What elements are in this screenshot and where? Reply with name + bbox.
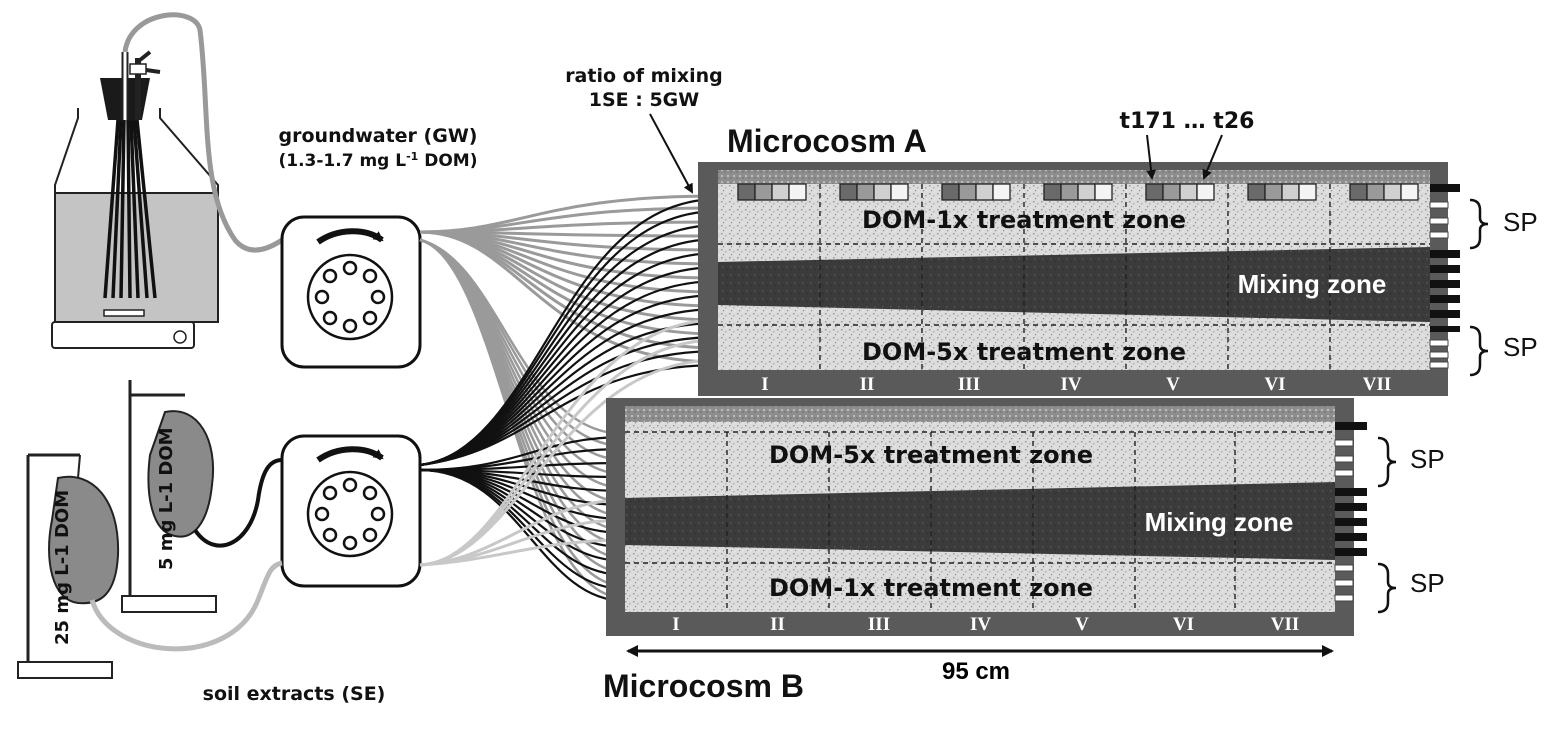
sampling-port-cell [975,183,994,201]
groundwater-bottle [51,50,219,349]
sampling-port-cell [1281,183,1300,201]
microcosm-a-section-label: VI [1264,374,1285,395]
sampling-port-cell [1264,183,1283,201]
sampling-port-cell [856,183,875,201]
mixing-ratio-title: ratio of mixing [565,65,723,87]
sampling-port-cell [839,183,858,201]
sampling-ports-label: t171 … t26 [1120,109,1255,134]
peristaltic-pump-gw [280,215,422,369]
sampling-port-cell [788,183,807,201]
microcosm-b: DOM-5x treatment zone Mixing zone DOM-1x… [606,398,1367,636]
outlet-ports-b [1334,422,1367,602]
microcosm-a-section-label: V [1166,374,1180,395]
se-high-tube-to-b [419,538,626,567]
sampling-port-cell [1043,183,1062,201]
bag-low-concentration-label: 5 mg L-1 DOM [156,427,177,570]
microcosm-b-section-label: II [770,614,785,635]
microcosm-a-title: Microcosm A [727,123,927,159]
microcosm-a-section-label: I [761,374,768,395]
outlet-ports-a [1429,184,1460,369]
sampling-port-cell [1349,183,1368,201]
microcosm-a-bottom-zone-label: DOM-5x treatment zone [862,338,1186,366]
sp-brace-a-top [1469,198,1489,250]
sampling-port-blocks-a [737,183,1419,201]
microcosm-b-bottom-zone-label: DOM-1x treatment zone [769,574,1093,602]
sampling-port-cell [737,183,756,201]
microcosm-a-section-label: IV [1060,374,1081,395]
gw-tube-to-a [419,230,719,364]
mixing-ratio-arrow [649,113,693,194]
sp-label-b-top: SP [1410,444,1445,474]
sampling-port-cell [958,183,977,201]
microcosm-a-section-label: III [958,374,980,395]
sp-label-a-top: SP [1503,207,1538,237]
mixing-ratio-value: 1SE : 5GW [589,89,700,111]
groundwater-label: groundwater (GW) [279,125,478,147]
microcosm-b-section-label: VI [1173,614,1194,635]
sampling-port-cell [771,183,790,201]
groundwater-concentration: (1.3-1.7 mg L-1 DOM) [278,150,477,172]
sp-label-a-bottom: SP [1503,332,1538,362]
microcosm-a: DOM-1x treatment zone Mixing zone DOM-5x… [698,162,1460,396]
bag-high-concentration-label: 25 mg L-1 DOM [52,490,73,645]
microcosm-b-section-label: III [868,614,890,635]
sp-brace-a-bottom [1469,325,1489,377]
se-high-tube-to-a [419,358,719,567]
sampling-port-cell [1247,183,1266,201]
microcosm-b-title: Microcosm B [603,668,804,704]
sampling-port-arrow-1 [1146,134,1157,180]
microcosm-b-mixing-zone-label: Mixing zone [1145,507,1294,537]
sampling-port-cell [1060,183,1079,201]
sampling-port-arrow-2 [1202,134,1223,180]
peristaltic-pump-se [280,434,422,588]
groundwater-tube [122,12,284,253]
microcosm-a-mixing-zone-label: Mixing zone [1238,269,1387,299]
soil-extract-tube-high [89,560,283,652]
microcosm-a-section-label: II [860,374,875,395]
microcosm-b-section-label: I [672,614,679,635]
microcosm-b-section-label: V [1075,614,1089,635]
sampling-port-cell [1400,183,1419,201]
gw-tube-to-a [419,220,719,234]
sampling-port-cell [1162,183,1181,201]
microcosm-a-top-zone-label: DOM-1x treatment zone [862,206,1186,234]
sampling-port-cell [992,183,1011,201]
sampling-port-cell [1145,183,1164,201]
sampling-port-cell [1179,183,1198,201]
sampling-port-cell [1298,183,1317,201]
sp-brace-b-bottom [1377,562,1397,614]
se-tube-to-b [419,468,626,603]
microcosm-b-section-label: VII [1271,614,1300,635]
tubing-bundle [419,194,719,603]
sampling-port-cell [1077,183,1096,201]
microcosm-b-section-label: IV [970,614,991,635]
sampling-port-cell [1196,183,1215,201]
sampling-port-cell [890,183,909,201]
soil-extract-tube-low [193,458,283,548]
sp-brace-b-top [1377,436,1397,488]
soil-extract-stand-high [17,453,120,679]
microcosm-a-section-label: VII [1363,374,1392,395]
length-label: 95 cm [942,658,1010,685]
microcosm-b-top-zone-label: DOM-5x treatment zone [769,441,1093,469]
soil-extracts-label: soil extracts (SE) [203,683,386,705]
sampling-port-cell [1366,183,1385,201]
sampling-port-cell [873,183,892,201]
sampling-port-cell [941,183,960,201]
sampling-port-cell [754,183,773,201]
sampling-port-cell [1383,183,1402,201]
sampling-port-cell [1094,183,1113,201]
sp-label-b-bottom: SP [1410,568,1445,598]
